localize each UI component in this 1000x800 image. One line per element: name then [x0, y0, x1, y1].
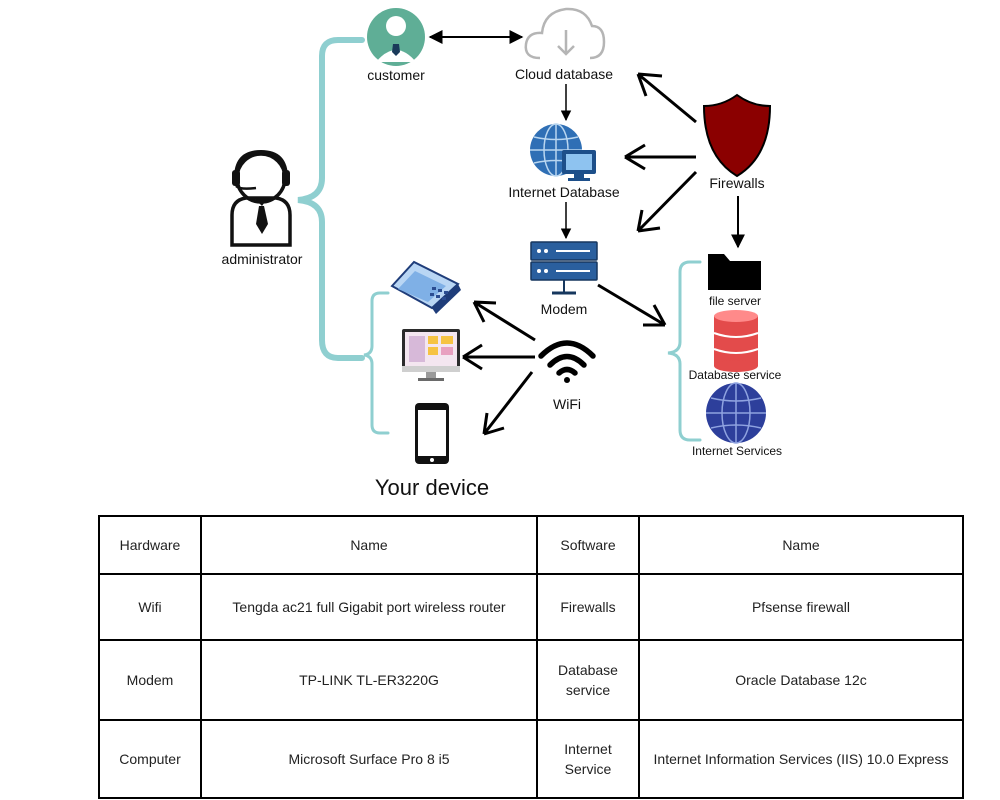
software-cell: Internet Service: [536, 719, 640, 799]
laptop-icon: [390, 260, 461, 314]
connection-arrows: [428, 30, 745, 436]
cloud-icon: [524, 7, 606, 60]
table-header-row: Hardware Name Software Name: [98, 515, 964, 575]
arrow-wifi-laptop: [472, 300, 536, 342]
network-diagram: customer Cloud database Internet Databas…: [222, 7, 782, 500]
arrow-firewall-cloud: [636, 72, 697, 124]
header-software: Software: [536, 515, 640, 575]
hardware-name-cell: Tengda ac21 full Gigabit port wireless r…: [200, 573, 538, 641]
modem-icon: [530, 241, 598, 295]
your-device-label: Your device: [375, 475, 489, 500]
arrow-wifi-computer: [462, 343, 535, 371]
administrator-icon: [230, 149, 292, 247]
table-row: Modem TP-LINK TL-ER3220G Database servic…: [98, 639, 964, 721]
firewall-shield-icon: [702, 93, 772, 178]
arrow-modem-servers: [597, 283, 667, 327]
table-row: Computer Microsoft Surface Pro 8 i5 Inte…: [98, 719, 964, 799]
header-software-name: Name: [638, 515, 964, 575]
software-name-cell: Pfsense firewall: [638, 573, 964, 641]
modem-label: Modem: [541, 301, 588, 317]
software-name-cell: Internet Information Services (IIS) 10.0…: [638, 719, 964, 799]
hardware-software-table: Hardware Name Software Name Wifi Tengda …: [98, 515, 964, 799]
table-row: Wifi Tengda ac21 full Gigabit port wirel…: [98, 573, 964, 641]
hardware-cell: Computer: [98, 719, 202, 799]
software-cell: Firewalls: [536, 573, 640, 641]
hardware-cell: Modem: [98, 639, 202, 721]
customer-label: customer: [367, 67, 425, 83]
cloud-database-label: Cloud database: [515, 66, 613, 82]
server-bracket: [667, 260, 702, 442]
desktop-computer-icon: [402, 329, 460, 381]
database-cylinder-icon: [713, 310, 759, 372]
customer-icon: [367, 8, 425, 66]
device-bracket: [363, 291, 390, 435]
admin-bracket: [297, 37, 365, 361]
internet-globe-icon: [706, 382, 766, 444]
arrow-wifi-phone: [482, 371, 534, 436]
header-hardware-name: Name: [200, 515, 538, 575]
arrow-firewall-internetdb: [624, 143, 696, 171]
hardware-cell: Wifi: [98, 573, 202, 641]
arrow-firewall-modem-diag: [636, 170, 698, 233]
software-name-cell: Oracle Database 12c: [638, 639, 964, 721]
header-hardware: Hardware: [98, 515, 202, 575]
hardware-name-cell: Microsoft Surface Pro 8 i5: [200, 719, 538, 799]
wifi-label: WiFi: [553, 396, 581, 412]
smartphone-icon: [415, 403, 449, 464]
wifi-icon: [538, 340, 596, 383]
hardware-name-cell: TP-LINK TL-ER3220G: [200, 639, 538, 721]
database-service-label: Database service: [689, 368, 782, 382]
firewalls-label: Firewalls: [709, 175, 764, 191]
folder-icon: [708, 254, 761, 290]
software-cell: Database service: [536, 639, 640, 721]
file-server-label: file server: [709, 294, 761, 308]
internet-database-icon: [530, 123, 596, 181]
administrator-label: administrator: [222, 251, 303, 267]
internet-services-label: Internet Services: [692, 444, 782, 458]
internet-database-label: Internet Database: [508, 184, 620, 200]
